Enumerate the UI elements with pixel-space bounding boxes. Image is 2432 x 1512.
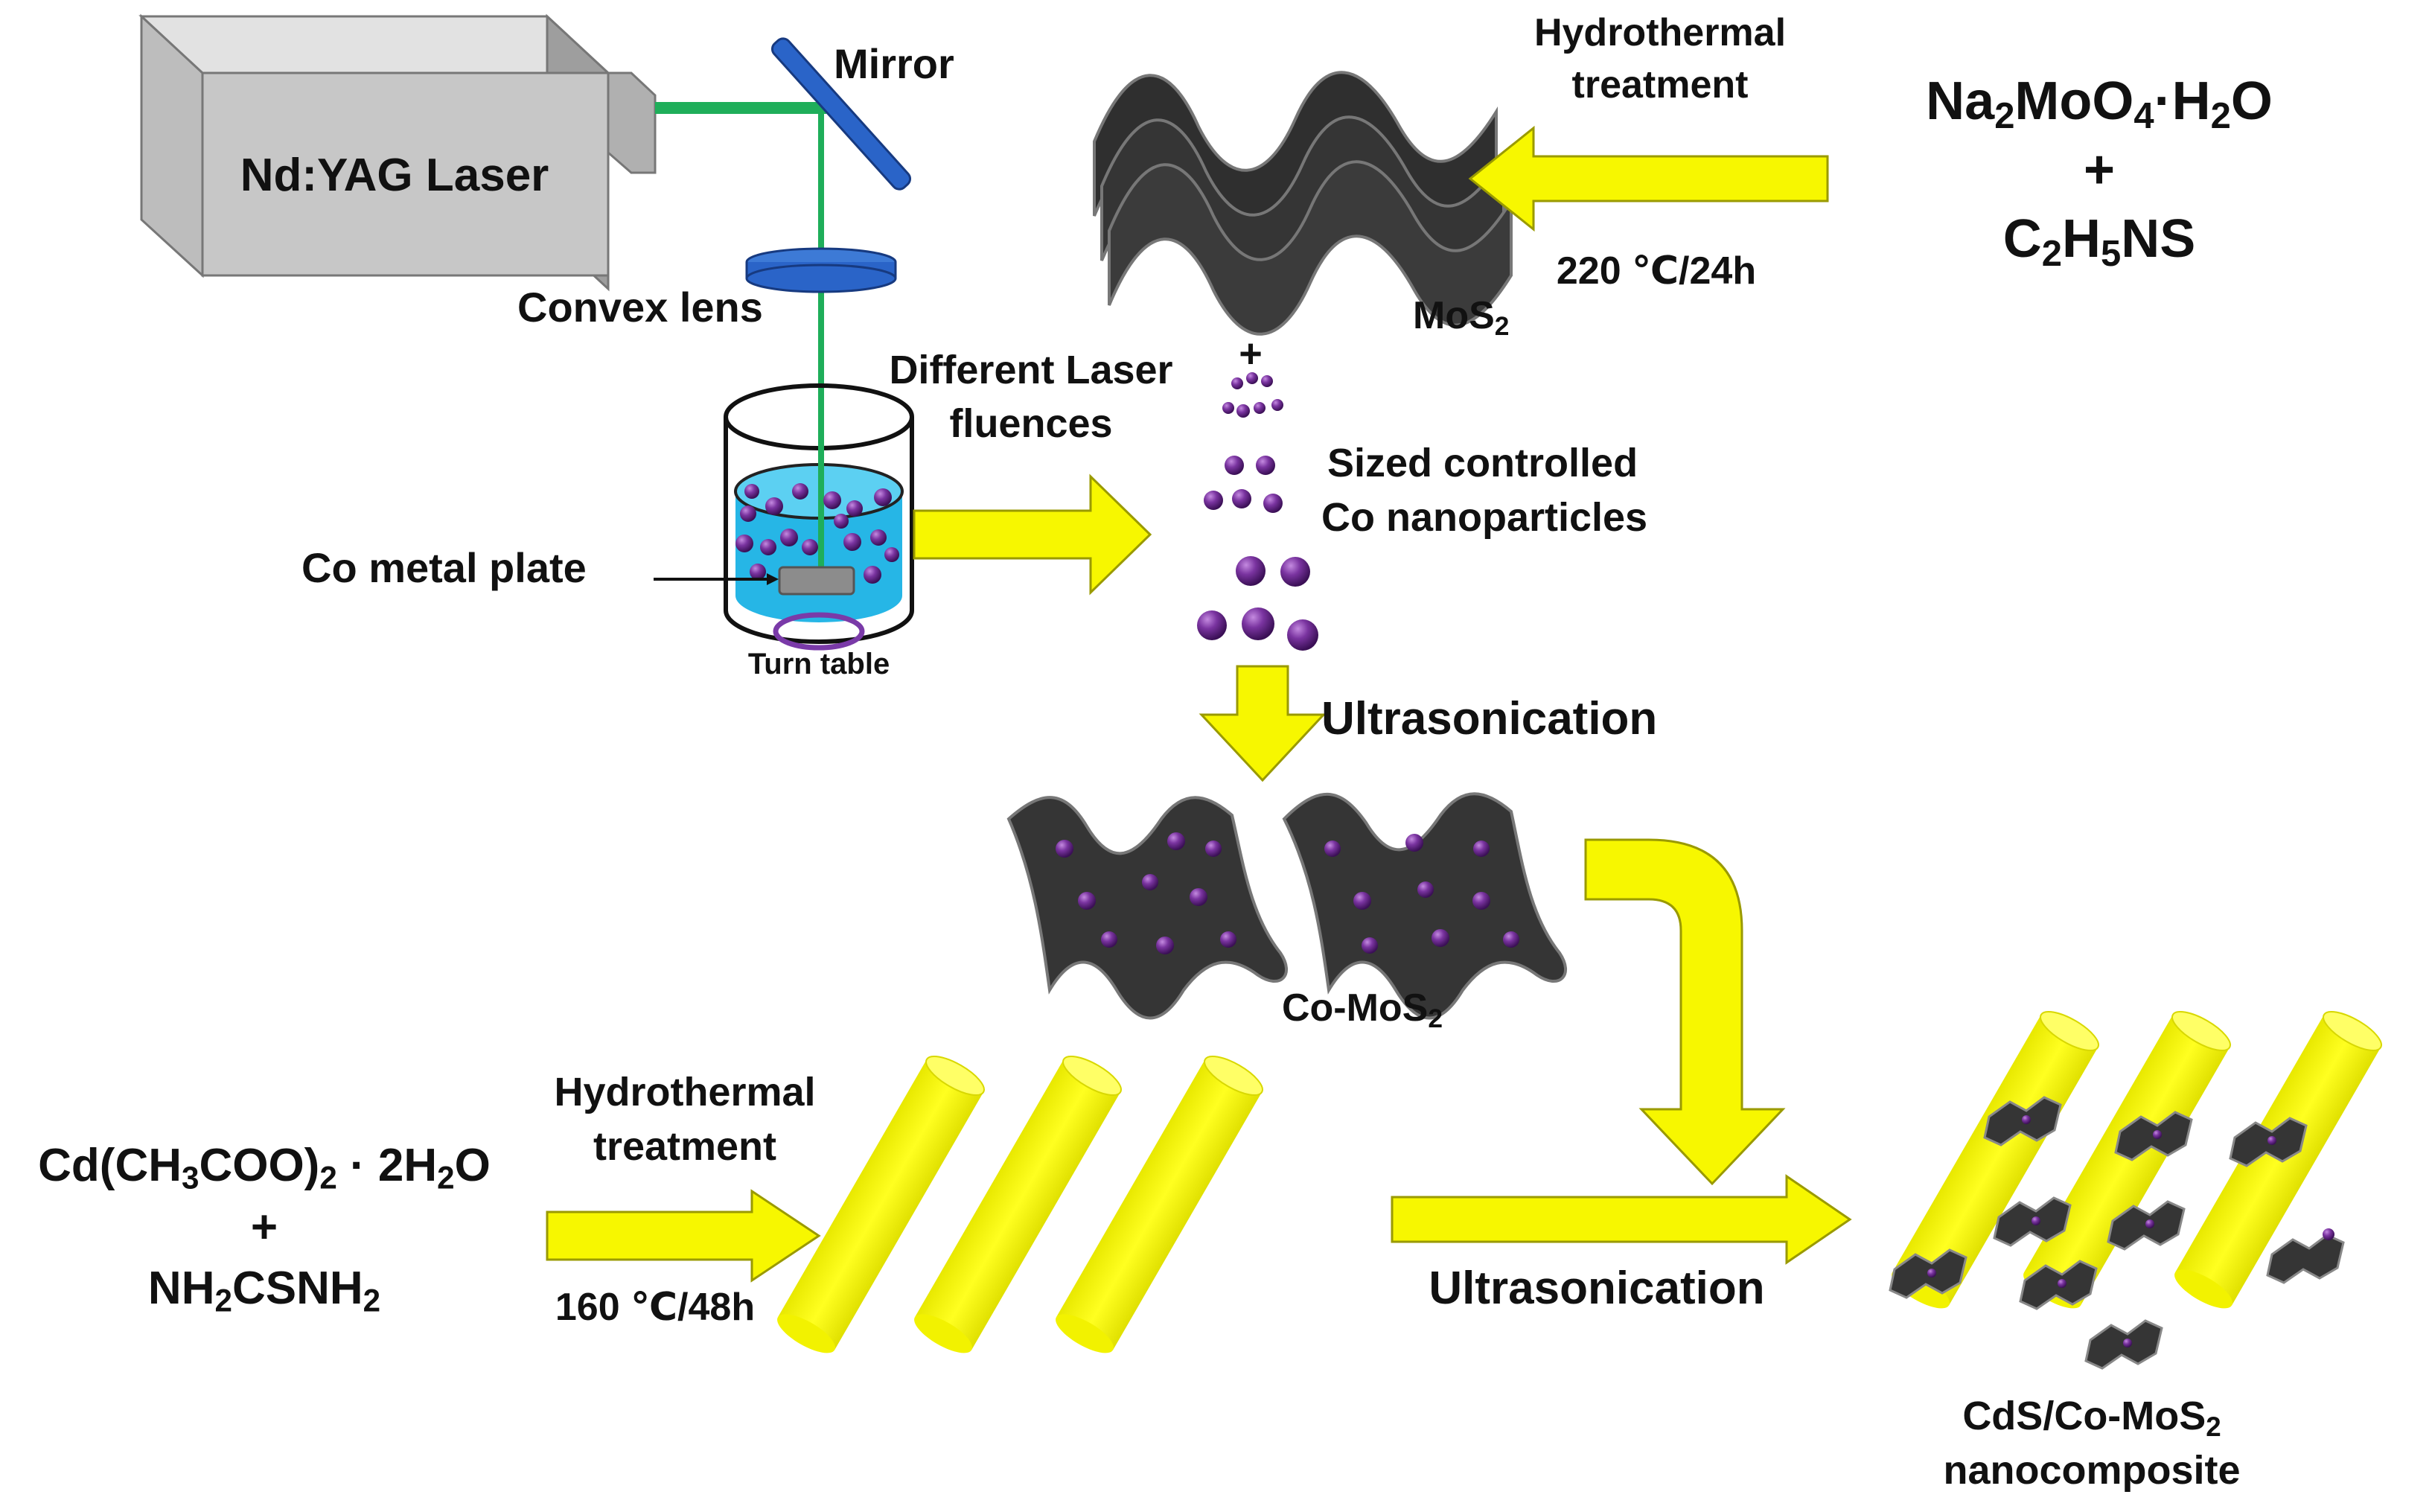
arrow-ultrasonication-right [1391,1174,1852,1265]
mirror [770,37,912,191]
fluences-label-line1: Different Laser [889,348,1173,392]
arrow-ultrasonication-down [1199,665,1327,782]
precursor-bottom-line1: Cd(CH3COO)2 · 2H2O [38,1140,491,1196]
mirror-label: Mirror [834,40,954,87]
composite-rods [1889,1011,2382,1370]
temp-bottom-label: 160 ℃/48h [555,1286,756,1329]
co-mos2-label: Co-MoS2 [1281,986,1443,1033]
co-plate-label: Co metal plate [301,544,587,591]
composite-line1: CdS/Co-MoS2 [1962,1394,2221,1443]
ultrasonication-label-2: Ultrasonication [1429,1263,1765,1314]
precursor-top-line1: Na2MoO4·H2O [1926,71,2273,137]
arrow-hydrothermal-top [1468,125,1829,232]
precursor-bottom-line2: NH2CSNH2 [147,1263,381,1318]
precursor-top-plus: + [2083,140,2116,200]
arrow-bent-to-composite [1584,838,1786,1186]
convex-lens-label: Convex lens [517,284,763,331]
hydro-top-line1: Hydrothermal [1533,11,1787,54]
mos2-label: MoS2 [1413,294,1510,341]
precursor-top-line2: C2H5NS [2002,209,2196,275]
arrow-beaker-to-particles [913,473,1152,596]
beaker [724,383,914,651]
fluences-label-line2: fluences [949,401,1113,446]
laser-box [138,13,657,292]
sized-line1: Sized controlled [1327,441,1638,485]
hydro-bottom-line1: Hydrothermal [554,1070,816,1114]
co-plate-pointer [654,573,779,585]
convex-lens [745,247,897,293]
sized-line2: Co nanoparticles [1321,495,1648,540]
arrow-hydrothermal-bottom [546,1189,821,1283]
ultrasonication-label-1: Ultrasonication [1321,693,1658,744]
plus-top-label: + [1239,331,1263,376]
precursor-bottom-plus: + [250,1202,278,1253]
laser-label: Nd:YAG Laser [240,150,549,201]
co-nanoparticles [1197,372,1318,651]
turn-table-label: Turn table [747,648,890,680]
hydro-bottom-line2: treatment [593,1124,777,1169]
hydro-top-line2: treatment [1571,63,1749,106]
cds-rods [777,1056,1263,1353]
composite-line2: nanocomposite [1943,1448,2241,1493]
co-mos2-sheets [1006,792,1568,1020]
temp-top-label: 220 ℃/24h [1556,249,1757,293]
